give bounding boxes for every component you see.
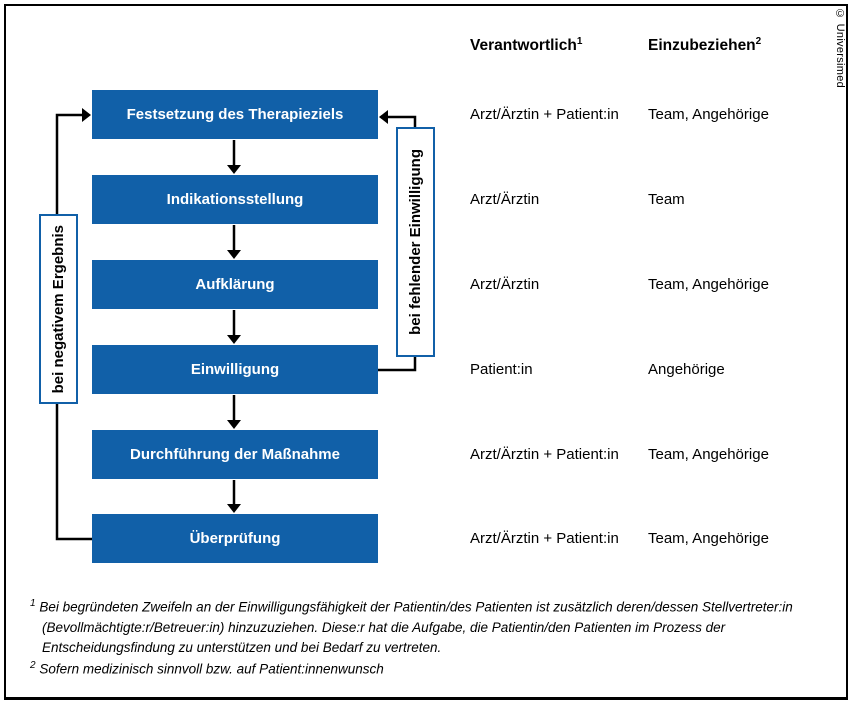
footnote-1-text: Bei begründeten Zweifeln an der Einwilli…: [39, 599, 793, 656]
column-header-responsible: Verantwortlich1: [470, 36, 582, 55]
responsible-value: Arzt/Ärztin + Patient:in: [470, 446, 619, 463]
involve-value: Team, Angehörige: [648, 530, 769, 547]
column-header-involve-sup: 2: [755, 36, 762, 47]
responsible-value: Arzt/Ärztin + Patient:in: [470, 106, 619, 123]
footnote-1-sup: 1: [30, 598, 36, 609]
step-label: Einwilligung: [190, 361, 280, 378]
involve-value: Team, Angehörige: [648, 276, 769, 293]
loop-label-text: bei fehlender Einwilligung: [407, 149, 424, 335]
footnotes: 1 Bei begründeten Zweifeln an der Einwil…: [30, 596, 836, 680]
step-einwilligung: Einwilligung: [92, 345, 378, 394]
step-label: Durchführung der Maßnahme: [129, 446, 340, 463]
involve-value: Team, Angehörige: [648, 446, 769, 463]
step-aufklaerung: Aufklärung: [92, 260, 378, 309]
responsible-value: Arzt/Ärztin + Patient:in: [470, 530, 619, 547]
responsible-value: Arzt/Ärztin: [470, 276, 540, 293]
footnote-2: 2 Sofern medizinisch sinnvoll bzw. auf P…: [30, 658, 836, 680]
loop-label-text: bei negativem Ergebnis: [50, 224, 67, 394]
copyright-credit: © Universimed: [834, 8, 846, 89]
column-header-responsible-sup: 1: [576, 36, 583, 47]
step-label: Indikationsstellung: [166, 191, 304, 208]
footnote-1: 1 Bei begründeten Zweifeln an der Einwil…: [30, 596, 836, 658]
responsible-value: Arzt/Ärztin: [470, 191, 540, 208]
column-header-involve: Einzubeziehen2: [648, 36, 761, 55]
step-durchfuehrung-der-massnahme: Durchführung der Maßnahme: [92, 430, 378, 479]
step-ueberpruefung: Überprüfung: [92, 514, 378, 563]
footnote-2-sup: 2: [30, 660, 36, 672]
step-label: Festsetzung des Therapieziels: [126, 106, 344, 123]
involve-value: Team, Angehörige: [648, 106, 769, 123]
footnote-2-text: Sofern medizinisch sinnvoll bzw. auf Pat…: [39, 661, 384, 677]
loop-label-fehlende-einwilligung: bei fehlender Einwilligung: [396, 127, 435, 357]
down-arrow: [227, 140, 241, 513]
loop-label-negatives-ergebnis: bei negativem Ergebnis: [39, 214, 78, 404]
responsible-value: Patient:in: [470, 361, 533, 378]
step-festsetzung-des-therapieziels: Festsetzung des Therapieziels: [92, 90, 378, 139]
involve-value: Team: [648, 191, 685, 208]
step-label: Überprüfung: [189, 530, 281, 547]
involve-value: Angehörige: [648, 361, 725, 378]
step-label: Aufklärung: [195, 276, 275, 293]
column-header-responsible-label: Verantwortlich: [470, 37, 577, 55]
step-indikationsstellung: Indikationsstellung: [92, 175, 378, 224]
column-header-involve-label: Einzubeziehen: [648, 37, 756, 55]
